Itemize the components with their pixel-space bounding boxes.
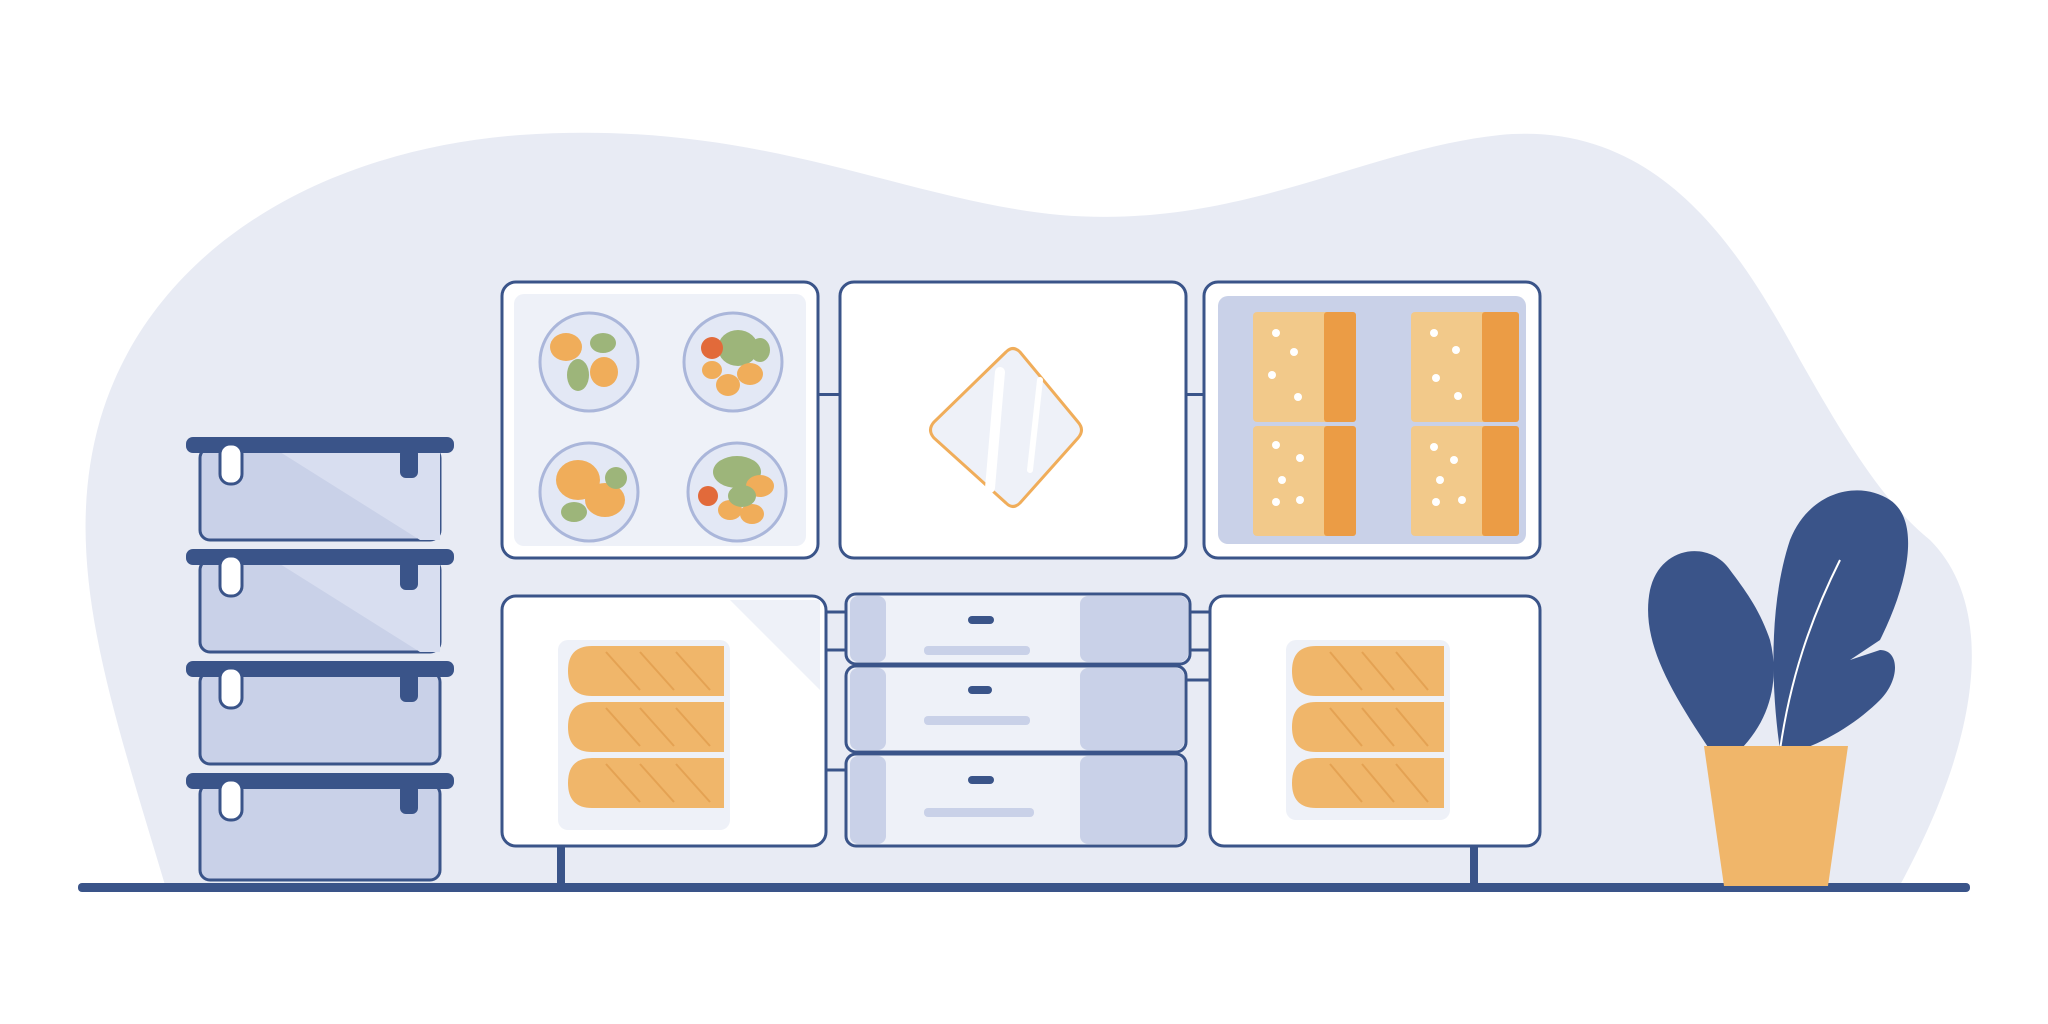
fish-fillet-1 (1292, 646, 1444, 696)
drawer-unit-icon (826, 592, 1210, 848)
drawer-1 (844, 592, 1192, 666)
plate-2 (682, 311, 784, 413)
container-1 (186, 437, 454, 542)
fish-fillet-3 (568, 758, 724, 808)
connector (818, 393, 840, 396)
stacked-food-container-icon (186, 437, 454, 882)
plant-leaf-right (1773, 490, 1909, 750)
container-3 (186, 661, 454, 766)
plant-pot (1704, 746, 1848, 886)
bread-slice-3 (1253, 426, 1356, 536)
fish-fillet-2 (568, 702, 724, 752)
fish-fillet-2 (1292, 702, 1444, 752)
drawer-2 (844, 664, 1188, 754)
bread-slice-4 (1411, 426, 1519, 536)
portioned-plates-icon (500, 280, 820, 560)
plate-3 (538, 441, 640, 543)
support-leg (557, 846, 565, 886)
drawer-3 (844, 752, 1188, 848)
plate-4 (686, 441, 788, 543)
shelf-line-icon (78, 883, 1970, 892)
bread-slice-1 (1253, 312, 1356, 422)
fish-fillet-1 (568, 646, 724, 696)
fish-fillet-tray-icon (1208, 594, 1542, 848)
potted-plant-icon (1648, 490, 1909, 886)
fish-fillet-3 (1292, 758, 1444, 808)
fish-fillet-tray-icon (500, 594, 828, 848)
container-2 (186, 549, 454, 654)
plant-leaf-left (1648, 551, 1774, 750)
connector (1186, 393, 1204, 396)
diamond-glass-icon (838, 280, 1188, 560)
container-4 (186, 773, 454, 882)
plate-1 (538, 311, 640, 413)
support-leg (1470, 846, 1478, 886)
bread-slice-2 (1411, 312, 1519, 422)
bread-slices-icon (1202, 280, 1542, 560)
